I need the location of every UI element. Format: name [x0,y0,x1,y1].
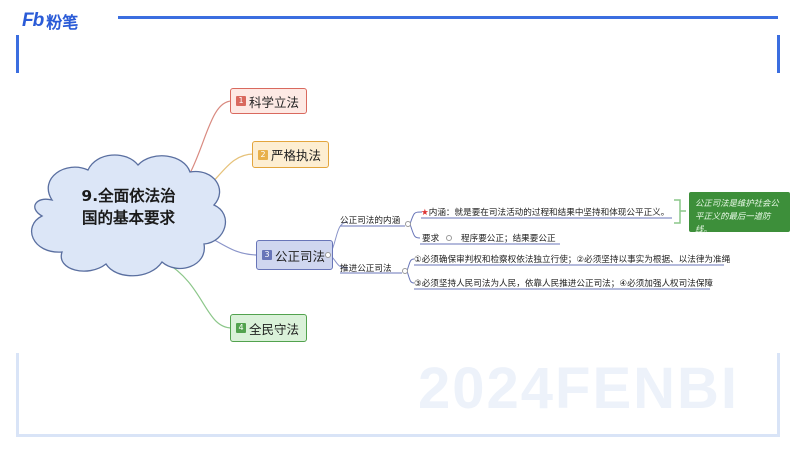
requirement-text: 程序要公正；结果要公正 [461,234,556,244]
root-title-line1: 9.全面依法治 [81,187,176,205]
branch-label: 全民守法 [249,321,300,337]
watermark: 2024FENBI [418,356,740,421]
promote-item-1: ①必须确保审判权和检察权依法独立行使；②必须坚持以事实为根据、以法律为准绳 [414,255,731,265]
link-connotation-meaning [409,211,423,225]
frame-bottom [16,353,780,437]
root-node-title: 9.全面依法治 国的基本要求 [36,185,221,229]
branch-label: 严格执法 [271,148,322,163]
meaning-text: 内涵：就是要在司法活动的过程和结果中坚持和体现公平正义。 [428,208,670,218]
meaning-item: ★内涵：就是要在司法活动的过程和结果中坚持和体现公平正义。 [421,206,669,218]
promote-label: 推进公正司法 [340,264,392,274]
requirement-label: 要求 [422,234,440,244]
branch-node-4[interactable]: 4 全民守法 [230,314,308,342]
collapse-toggle-promote[interactable] [402,268,408,274]
number-badge: 3 [262,250,272,260]
branch-node-3[interactable]: 3 公正司法 [256,240,334,270]
summary-note: 公正司法是维护社会公平正义的最后一道防线。 [689,192,790,234]
branch-node-1[interactable]: 1 科学立法 [230,88,308,114]
frame-top [16,35,780,73]
branch-label: 公正司法 [275,248,326,264]
number-badge: 2 [258,149,268,160]
brand-name: 粉笔 [46,13,79,32]
root-title-line2: 国的基本要求 [81,209,175,227]
requirement-dot [446,235,452,241]
link-promote-item1 [406,258,415,272]
header-rule [118,16,778,19]
brand-mark: Fb [22,10,44,31]
branch-node-2[interactable]: 2 严格执法 [252,141,330,168]
collapse-toggle-connotation[interactable] [405,221,411,227]
star-icon: ★ [421,208,429,218]
promote-item-2: ③必须坚持人民司法为人民，依靠人民推进公正司法；④必须加强人权司法保障 [414,279,714,289]
number-badge: 4 [236,323,246,333]
link-root-branch4 [164,261,233,329]
number-badge: 1 [236,96,246,106]
note-bracket [674,199,686,224]
link-promote-item2 [406,270,415,284]
connotation-label: 公正司法的内涵 [340,216,401,226]
link-connotation-requirement [409,223,421,239]
collapse-toggle-justice[interactable] [325,252,331,258]
root-cloud [31,154,226,277]
branch-label: 科学立法 [249,94,300,110]
brand-logo: Fb 粉笔 [22,9,78,33]
